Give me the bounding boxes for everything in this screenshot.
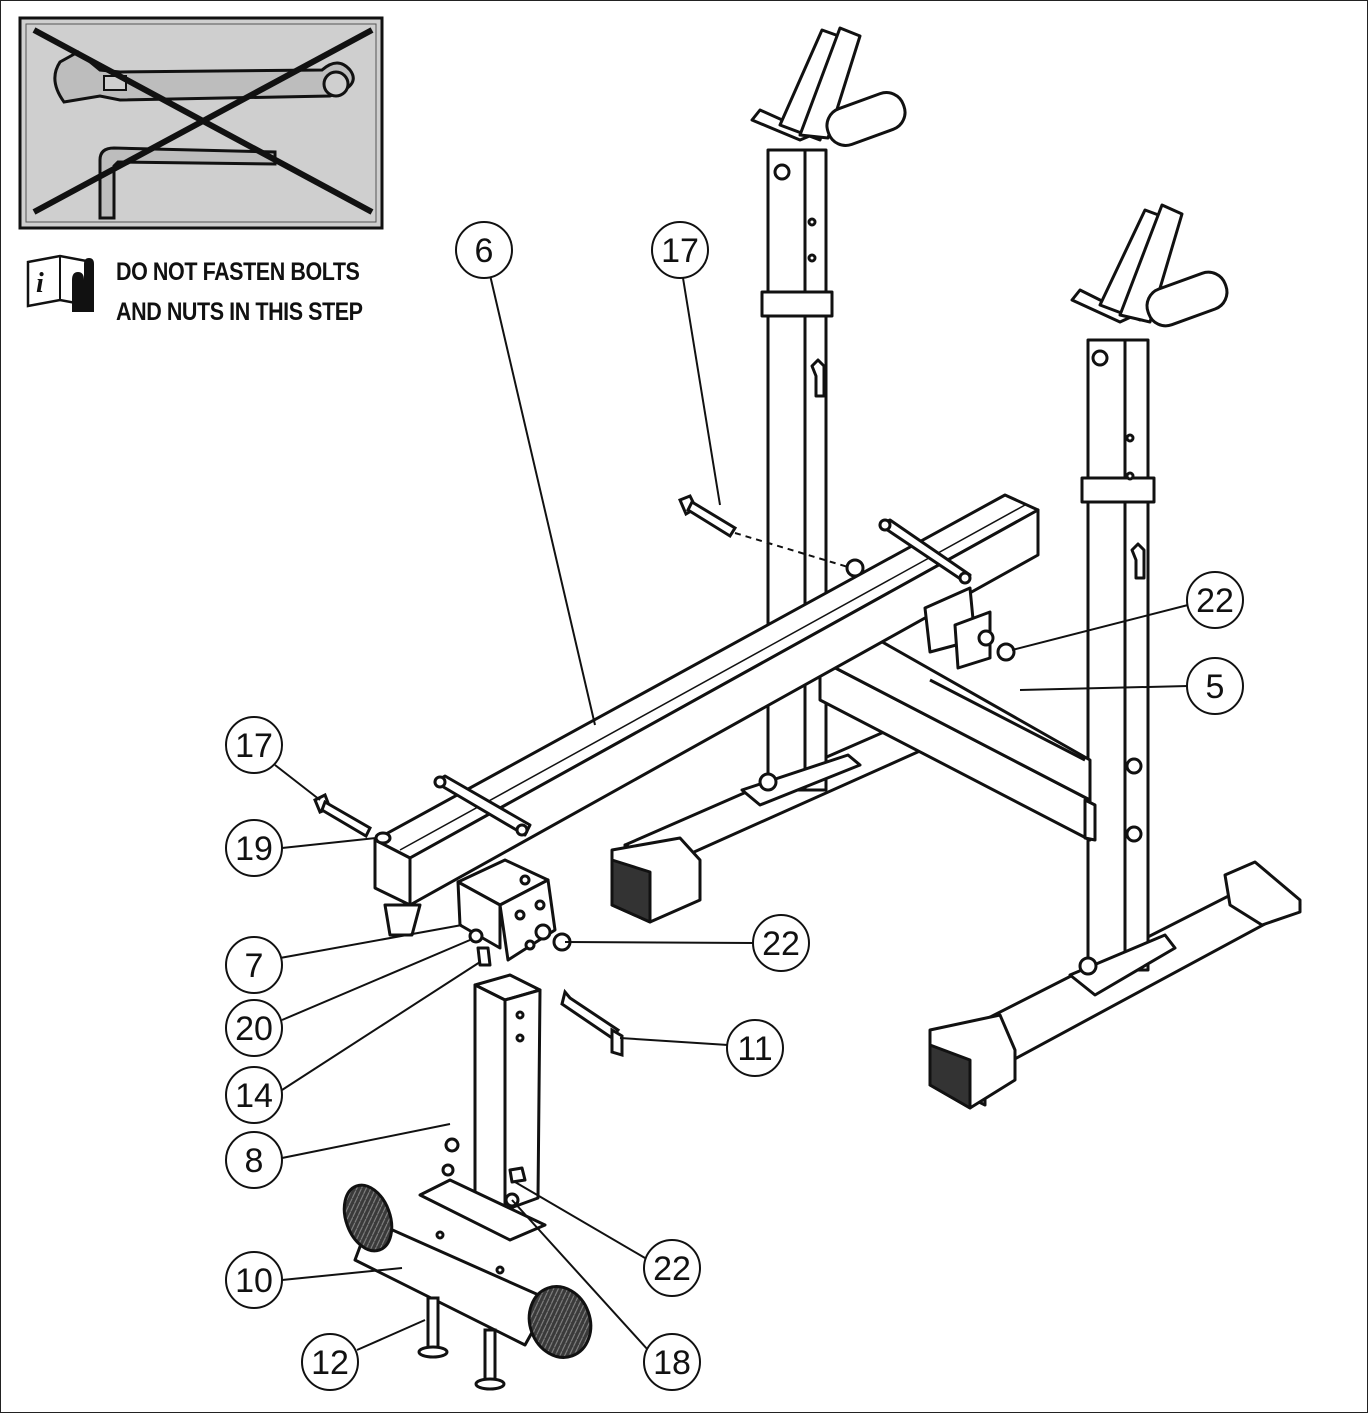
callout-10: 10 (225, 1251, 283, 1309)
svg-text:14: 14 (235, 1077, 273, 1115)
leader-lines (274, 274, 1189, 1351)
svg-text:22: 22 (653, 1250, 691, 1288)
callout-11: 11 (726, 1019, 784, 1077)
front-leg (441, 973, 542, 1212)
callout-14: 14 (225, 1066, 283, 1124)
svg-text:22: 22 (1196, 582, 1234, 620)
callout-18: 18 (643, 1333, 701, 1391)
warning-line-2: AND NUTS IN THIS STEP (116, 298, 363, 326)
svg-text:8: 8 (245, 1142, 264, 1180)
pin-11 (560, 988, 624, 1058)
svg-text:12: 12 (311, 1344, 349, 1382)
svg-text:11: 11 (737, 1030, 772, 1068)
svg-text:17: 17 (661, 232, 699, 270)
rear-upright-left (610, 26, 942, 924)
info-manual-icon: i (26, 254, 94, 312)
bolt-17-lower (313, 792, 392, 845)
callout-17-lower: 17 (225, 716, 283, 774)
svg-text:6: 6 (475, 232, 494, 270)
front-bracket (456, 858, 572, 967)
bolts-12 (417, 1296, 506, 1391)
svg-text:17: 17 (235, 727, 273, 765)
svg-text:20: 20 (235, 1010, 273, 1048)
cross-member (818, 633, 1097, 842)
callout-22-front: 22 (752, 914, 810, 972)
assembly-warning-note: DO NOT FASTEN BOLTS AND NUTS IN THIS STE… (116, 252, 363, 332)
svg-text:i: i (36, 268, 44, 299)
svg-text:10: 10 (235, 1262, 273, 1300)
callout-7: 7 (225, 936, 283, 994)
svg-text:7: 7 (245, 947, 264, 985)
bench-rail (373, 493, 1040, 937)
callout-20: 20 (225, 999, 283, 1057)
svg-text:19: 19 (235, 830, 273, 868)
svg-text:5: 5 (1206, 668, 1225, 706)
callout-17-upper: 17 (651, 221, 709, 279)
foot-tube (342, 1178, 593, 1359)
callout-22-leg: 22 (643, 1239, 701, 1297)
callout-6: 6 (455, 221, 513, 279)
no-wrench-icon (18, 16, 384, 230)
callout-19: 19 (225, 819, 283, 877)
callout-12: 12 (301, 1333, 359, 1391)
bolt-17-upper (678, 494, 865, 578)
svg-text:22: 22 (762, 925, 800, 963)
rear-upright-right (928, 203, 1302, 1110)
svg-text:18: 18 (653, 1344, 691, 1382)
callout-8: 8 (225, 1131, 283, 1189)
warning-line-1: DO NOT FASTEN BOLTS (116, 258, 360, 286)
callout-5: 5 (1186, 657, 1244, 715)
callout-22-rear: 22 (1186, 571, 1244, 629)
